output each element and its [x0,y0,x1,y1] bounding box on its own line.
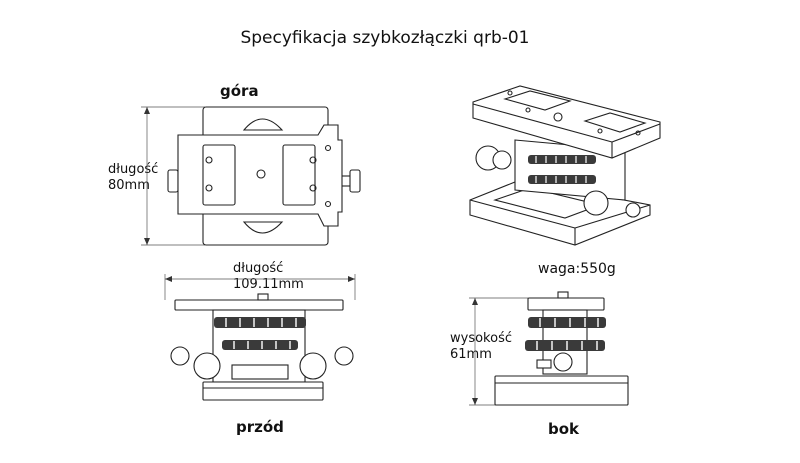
side-view-dimension-value: 61mm [450,347,492,362]
page-title: Specyfikacja szybkozłączki qrb-01 [240,28,530,48]
side-view-label: bok [548,420,580,438]
top-view-drawing [141,106,361,246]
side-view-dimension-label: wysokość [450,331,512,346]
front-view-dimension-value: 109.11mm [233,277,304,292]
front-view-drawing [164,274,356,401]
top-view-label: góra [220,82,259,100]
iso-view-weight: waga:550g [538,261,616,277]
front-view-dimension-label: długość [233,261,284,276]
isometric-view-drawing [469,85,661,246]
top-view-dimension-label: długość [108,162,159,177]
side-view-drawing [469,291,629,406]
top-view-dimension-value: 80mm [108,178,150,193]
front-view-label: przód [236,418,284,436]
